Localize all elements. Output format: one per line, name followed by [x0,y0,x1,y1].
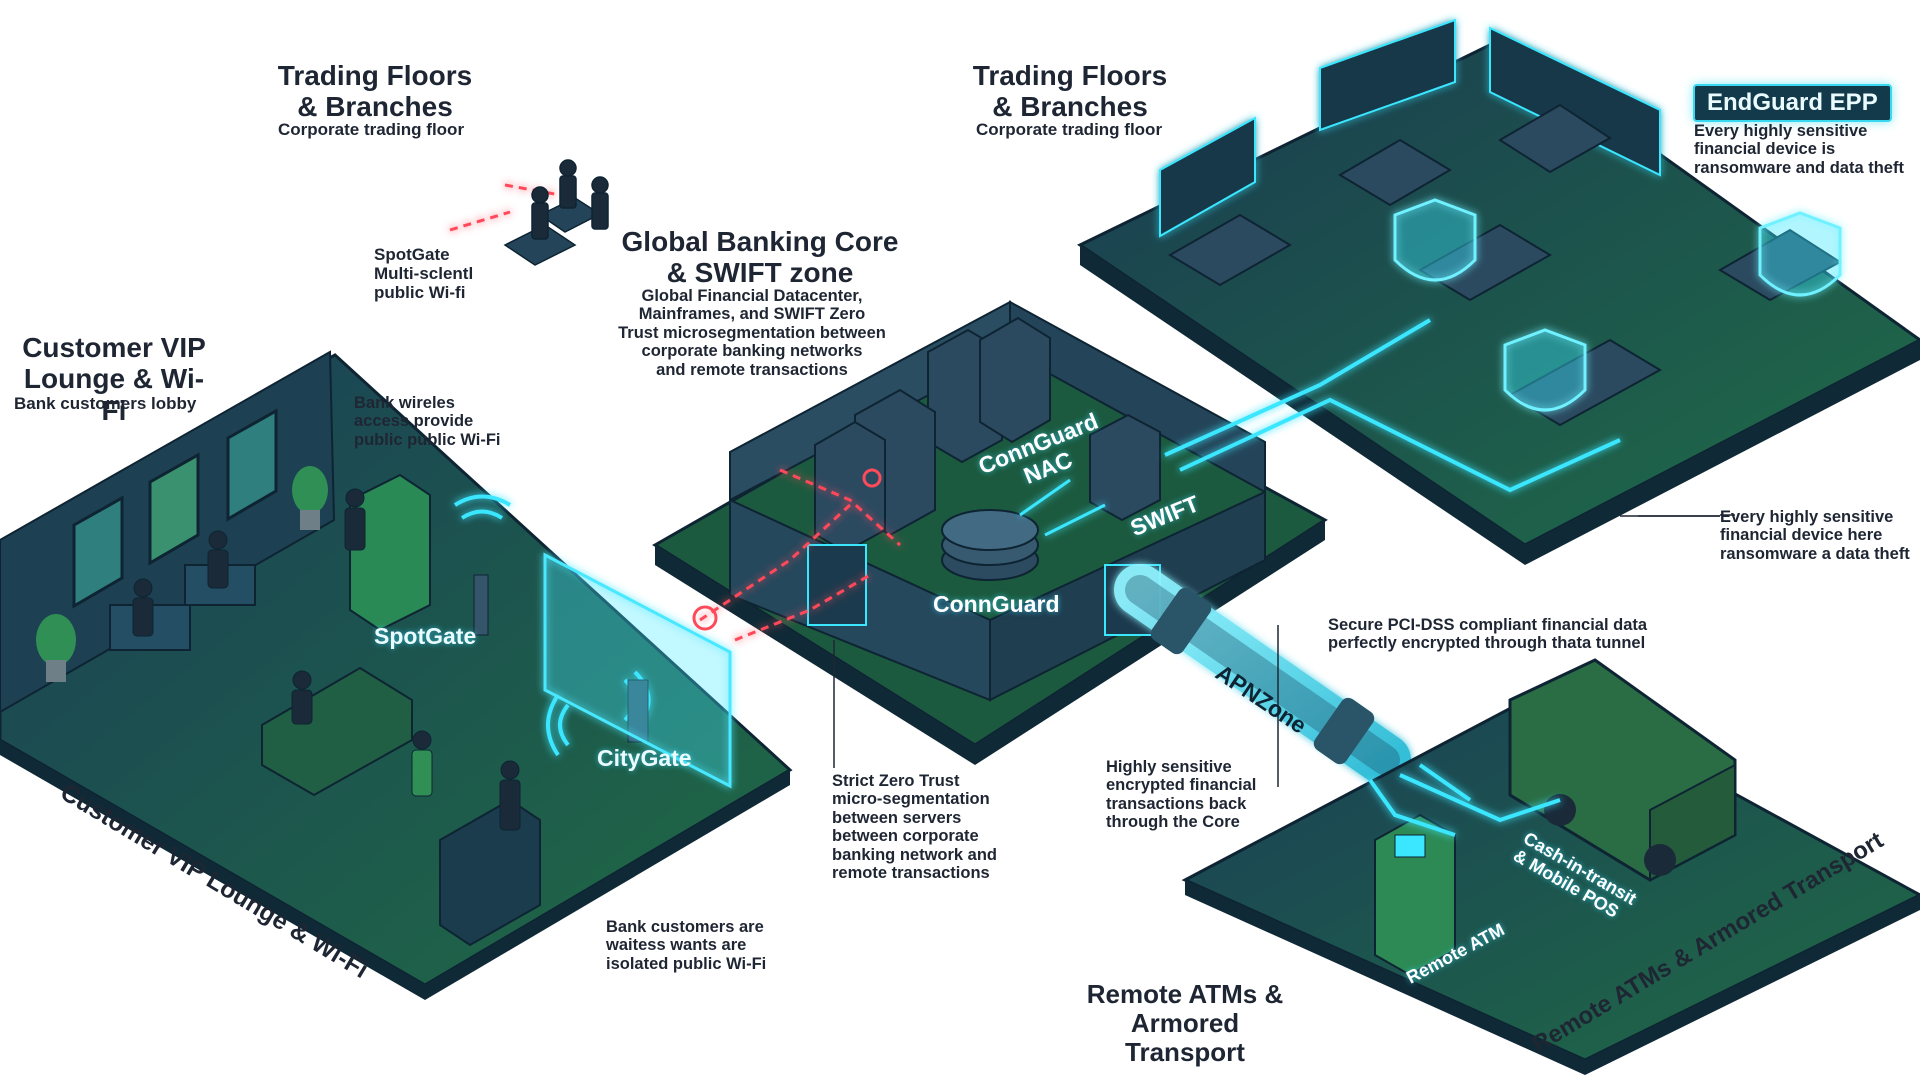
sofa [261,666,413,797]
window [148,452,200,566]
window [226,408,278,522]
window [72,495,124,609]
pci-callout: Secure PCI-DSS compliant financial data … [1328,616,1648,653]
core-description: Global Financial Datacenter, Mainframes,… [618,287,886,379]
endguard-callout-1: Every highly sensitive financial device … [1694,122,1904,177]
remote-zone [1181,658,1920,1075]
spotgate-ap [473,574,489,636]
connguard-hub [941,509,1039,581]
core-gate [807,544,867,626]
lounge-title: Customer VIP Lounge & Wi-Fi [22,332,206,426]
remote-title: Remote ATMs & Armored Transport [1086,979,1284,1068]
lounge-zone [0,350,793,1000]
trading-left-subtitle: Corporate trading floor [278,120,465,139]
citygate-label: CityGate [597,745,692,771]
trading-mini [503,159,609,266]
kiosk [349,473,431,632]
lounge-subtitle: Bank customers lobby [14,394,197,413]
core-title: Global Banking Core & SWIFT zone [621,226,899,289]
endguard-callout-2: Every highly sensitive financial device … [1720,508,1910,563]
trading-zone [1077,18,1920,565]
connguard-label: ConnGuard [933,591,1060,617]
bank-wireless-callout: Bank wireles access provide public publi… [354,394,501,449]
endguard-badge: EndGuard EPP [1693,84,1892,122]
trading-right-title: Trading Floors & Branches [972,60,1168,123]
customers-isolated-callout: Bank customers are waitess wants are iso… [606,918,767,973]
lounge-floor-edge [0,740,790,1000]
citygate-barrier [543,552,732,789]
trading-left-title: Trading Floors & Branches [277,60,473,123]
apnzone-tunnel [1114,564,1411,786]
remote-floor-edge [1185,880,1920,1075]
zero-trust-callout: Strict Zero Trust micro-segmentation bet… [832,772,998,883]
highly-sensitive-callout: Highly sensitive encrypted financial tra… [1106,758,1257,832]
trading-right-subtitle: Corporate trading floor [976,120,1163,139]
spotgate-label: SpotGate [374,623,477,649]
spotgate-wifi-callout: SpotGate Multi-sclentl public Wi-fi [374,245,474,303]
core-floor-edge [655,520,1325,765]
